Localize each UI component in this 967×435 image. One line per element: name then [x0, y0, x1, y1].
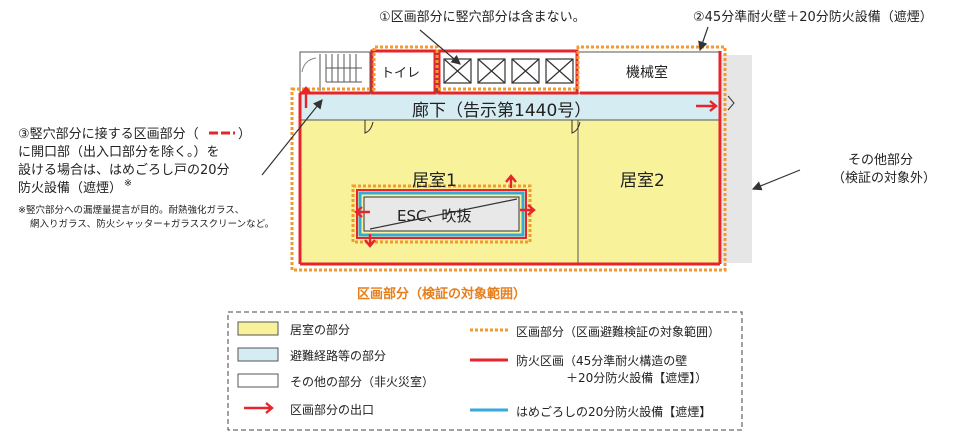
- section-label: 区画部分（検証の対象範囲）: [357, 287, 527, 302]
- corridor-area: [299, 92, 721, 121]
- legend-exit: 区画部分の出口: [290, 403, 375, 417]
- footnote-line-1: ※竪穴部分への漏煙量提言が目的。耐熱強化ガラス、: [18, 205, 245, 216]
- esc-label: ESC、吹抜: [397, 207, 472, 225]
- note-3-line-1-end: ）: [238, 127, 252, 142]
- legend-glass: はめごろしの20分防火設備【遮煙】: [516, 405, 712, 419]
- machine-room-label: 機械室: [626, 65, 668, 81]
- shaft-boxes: [443, 58, 574, 84]
- other-part-line-2: （検証の対象外）: [832, 171, 937, 186]
- note-1: ①区画部分に竪穴部分は含まない。: [379, 10, 586, 25]
- legend-room: 居室の部分: [290, 323, 351, 337]
- stair-icon: [301, 54, 368, 91]
- legend-fire-1: 防火区画（45分準耐火構造の壁: [516, 354, 688, 368]
- note-3-line-3: 設ける場合は、はめごろし戸の20分: [18, 163, 230, 178]
- other-part-area: [722, 55, 752, 263]
- legend-swatch-room: [237, 321, 279, 336]
- room-2-label: 居室2: [620, 171, 665, 191]
- note-3-line-4: 防火設備（遮煙）: [18, 181, 123, 196]
- room-1-label: 居室1: [412, 171, 457, 191]
- note-3-mark: ※: [124, 178, 132, 189]
- other-part-line-1: その他部分: [848, 153, 914, 168]
- note-3-line-1: ③竪穴部分に接する区画部分（: [18, 127, 199, 142]
- legend-other: その他の部分（非火災室）: [290, 375, 435, 389]
- legend-box: [227, 311, 743, 431]
- legend-route: 避難経路等の部分: [290, 349, 387, 363]
- note-2: ②45分準耐火壁＋20分防火設備（遮煙）: [693, 10, 933, 25]
- corridor-label: 廊下（告示第1440号）: [412, 101, 592, 121]
- legend-swatch-exit: [244, 402, 274, 414]
- footnote-line-2: 網入りガラス、防火シャッター+ガラススクリーンなど。: [30, 219, 275, 230]
- legend-swatch-other: [237, 373, 279, 388]
- legend-swatch-route: [237, 347, 279, 362]
- note-3-line-2: に開口部（出入口部分を除く。）を: [18, 145, 220, 160]
- legend-fire-2: ＋20分防火設備【遮煙】）: [566, 371, 708, 385]
- toilet-label: トイレ: [381, 66, 421, 81]
- legend-dotted: 区画部分（区画避難検証の対象範囲）: [516, 325, 721, 339]
